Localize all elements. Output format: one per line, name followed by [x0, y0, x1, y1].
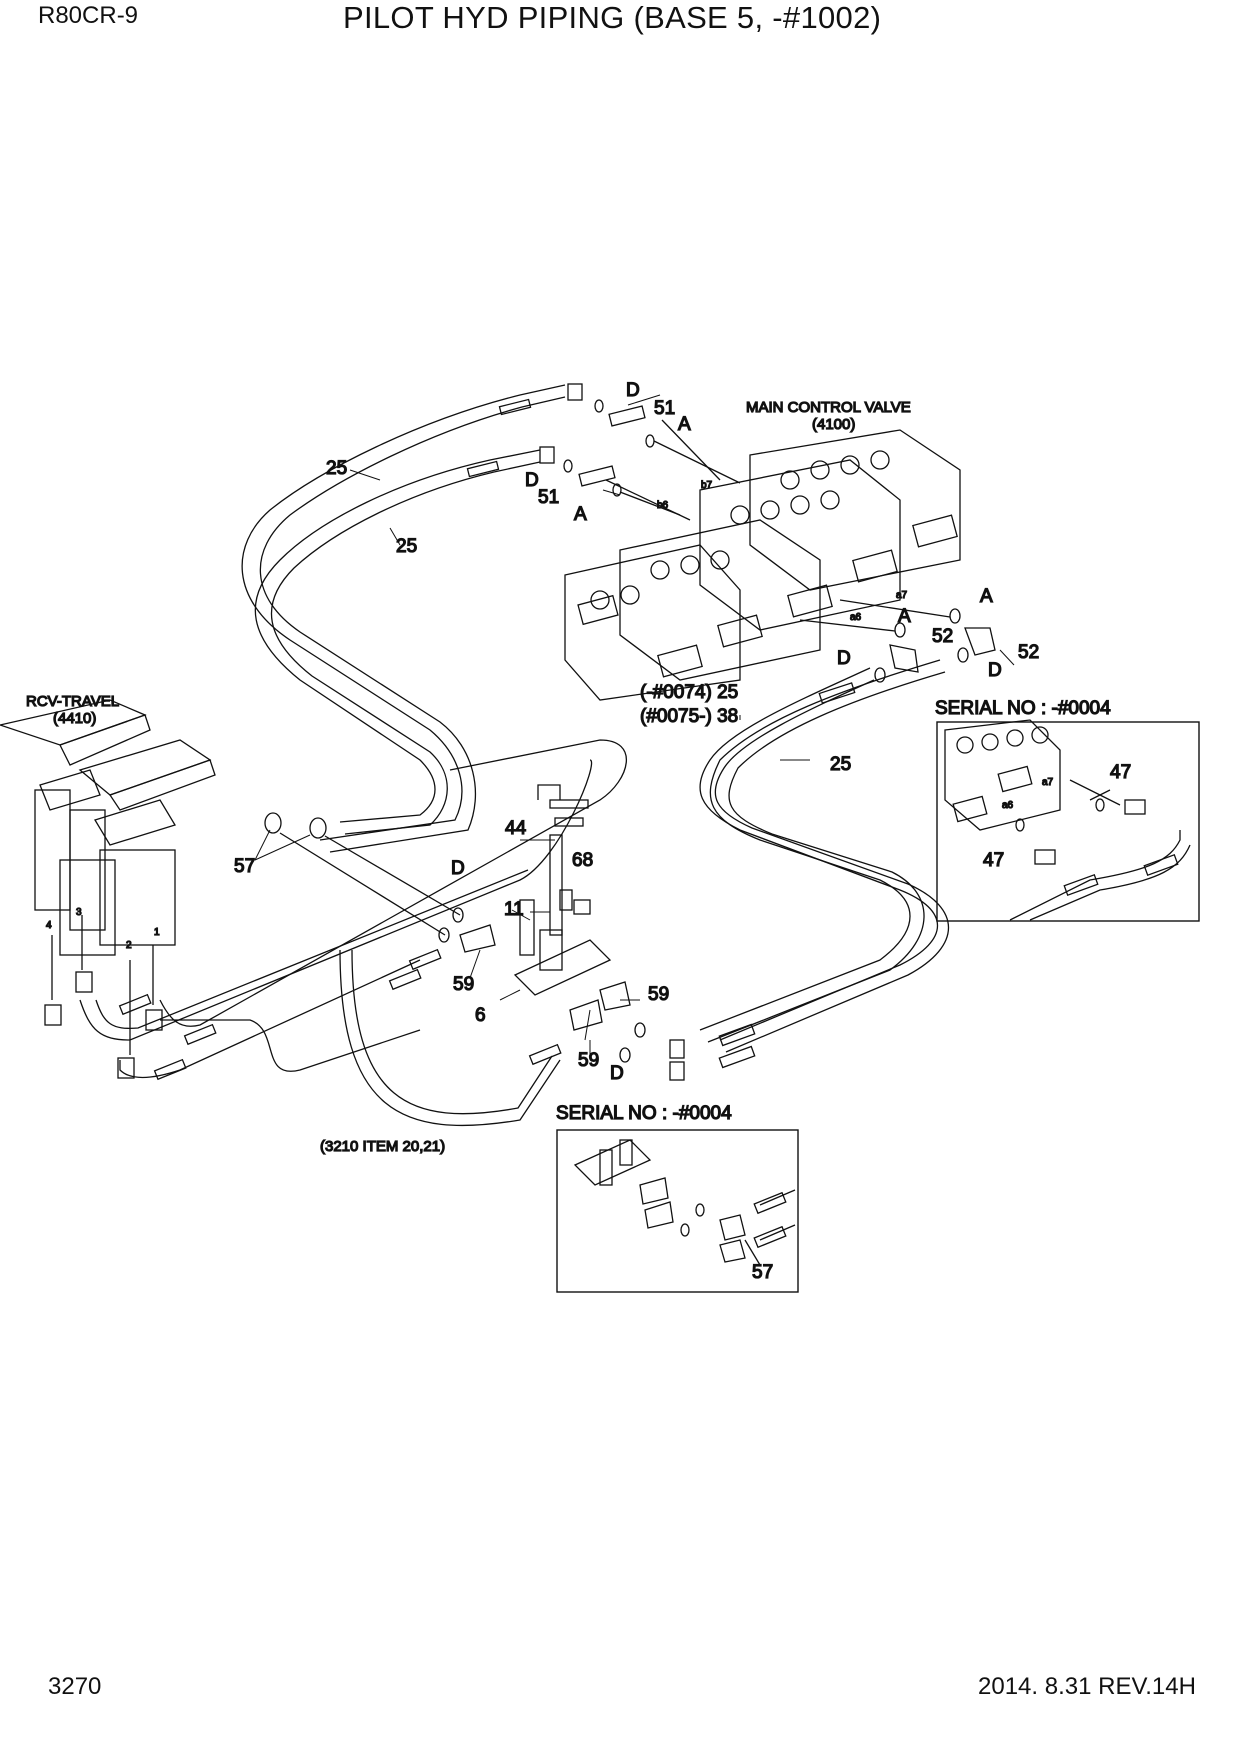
- fittings-mcv-top: [563, 399, 741, 516]
- callout-a-1: A: [678, 414, 691, 435]
- pedal-port-2: 2: [126, 940, 132, 951]
- callout-59-a: 59: [453, 974, 474, 995]
- inset-top-port-a7: a7: [1042, 777, 1054, 788]
- inset-bottom-57: 57: [752, 1262, 773, 1283]
- callout-25-a: 25: [326, 458, 347, 479]
- serial-variant-38: (#0075-) 38: [640, 706, 738, 727]
- callout-11: 11: [504, 899, 524, 920]
- port-a7: a7: [896, 590, 908, 601]
- callout-a-4: A: [898, 606, 911, 627]
- callout-d-1: D: [626, 380, 640, 401]
- callout-51-b: 51: [538, 487, 559, 508]
- serial-variant-25: (-#0074) 25: [640, 682, 738, 703]
- rcv-travel-ref: (4410): [53, 710, 96, 727]
- pedal-port-4: 4: [46, 920, 52, 931]
- callout-a-2: A: [574, 504, 587, 525]
- callout-44: 44: [505, 818, 527, 839]
- pedal-port-3: 3: [76, 907, 82, 918]
- callout-d-2: D: [525, 470, 539, 491]
- hose-25-right: [669, 659, 949, 1081]
- manifold-block-6: [438, 784, 646, 1063]
- mcv-name: MAIN CONTROL VALVE: [746, 399, 911, 416]
- inset-top-port-a6: a6: [1002, 800, 1014, 811]
- inset-bottom-frame: [556, 1129, 799, 1293]
- callout-25-c: 25: [830, 754, 851, 775]
- callout-d-6: D: [610, 1063, 624, 1084]
- callout-25-b: 25: [396, 536, 417, 557]
- port-a6: a6: [850, 612, 862, 623]
- callout-6: 6: [475, 1005, 486, 1026]
- callout-d-5: D: [451, 858, 465, 879]
- callout-59-b: 59: [648, 984, 669, 1005]
- callout-51-a: 51: [654, 398, 675, 419]
- inset-top-title: SERIAL NO : -#0004: [935, 698, 1111, 719]
- page-title: PILOT HYD PIPING (BASE 5, -#1002): [343, 0, 882, 35]
- inset-top-47-a: 47: [1110, 762, 1131, 783]
- callout-d-4: D: [988, 660, 1002, 681]
- pedal-port-1: 1: [154, 927, 160, 938]
- port-b7: b7: [701, 480, 713, 491]
- main-control-valve-assembly: [564, 419, 961, 701]
- page-number: 3270: [48, 1673, 102, 1700]
- hose-25-upper: [241, 383, 583, 853]
- reference-note: (3210 ITEM 20,21): [320, 1138, 445, 1155]
- inset-top-47-b: 47: [983, 850, 1004, 871]
- callout-a-3: A: [980, 586, 993, 607]
- inset-top-frame: [936, 719, 1200, 922]
- callout-52-a: 52: [932, 626, 953, 647]
- fittings-57: [264, 812, 461, 936]
- port-b6: b6: [657, 500, 669, 511]
- inset-bottom-title: SERIAL NO : -#0004: [556, 1103, 732, 1124]
- mcv-ref: (4100): [812, 416, 855, 433]
- rcv-travel-name: RCV-TRAVEL: [26, 693, 119, 710]
- fittings-mcv-right: [799, 599, 996, 683]
- callout-57: 57: [234, 856, 255, 877]
- hose-lower-bundle: [79, 739, 628, 1127]
- callout-52-b: 52: [1018, 642, 1039, 663]
- callout-59-c: 59: [578, 1050, 599, 1071]
- callout-68: 68: [572, 850, 593, 871]
- model-code: R80CR-9: [38, 2, 139, 29]
- revision-date: 2014. 8.31 REV.14H: [978, 1673, 1196, 1700]
- callout-d-3: D: [837, 648, 851, 669]
- rcv-travel-assembly: [0, 699, 216, 1079]
- leader-lines: [254, 394, 1015, 1055]
